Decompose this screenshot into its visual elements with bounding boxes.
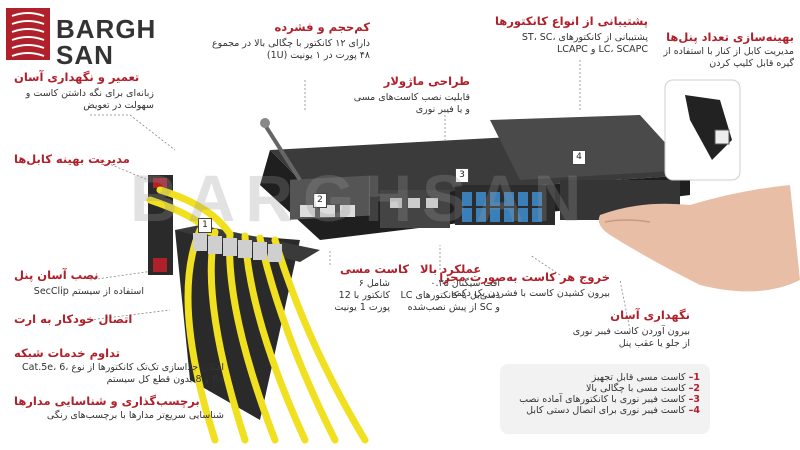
fiber-ports (462, 192, 542, 222)
feature-grounding-title: اتصال خودکار به ارت (14, 312, 133, 326)
legend-item: 3– کاست فیبر نوری با کانکتورهای آماده نص… (519, 394, 700, 405)
brand-logo-icon (6, 8, 50, 60)
feature-repair-title: تعمیر و نگهداری آسان (14, 70, 140, 84)
feature-connectors-title: پشتیبانی از انواع کانکتورها (494, 14, 648, 28)
feature-modular-title: طراحی ماژولار (383, 74, 470, 88)
callout-3: 3 (455, 168, 469, 183)
legend-item: 2– کاست مسی با چگالی بالا (586, 383, 700, 394)
feature-repair-body: زبانه‌ای برای نگه داشتن کاست و سهولت در … (25, 88, 154, 111)
brand-name-line2: SAN (56, 40, 114, 70)
cassette-legend: 1– کاست مسی قابل تجهیز 2– کاست مسی با چگ… (500, 364, 710, 434)
feature-compact-title: کم‌حجم و فشرده (274, 20, 370, 34)
leader-lines (89, 60, 631, 331)
feature-connectors-body: پشتیبانی از کانکتورهای ST، SC، LC، SCAPC… (521, 32, 648, 55)
feature-easy-install-body: استفاده از سیستم SecClip (33, 286, 144, 297)
feature-panel-count-title: بهینه‌سازی تعداد پنل‌ها (666, 30, 794, 44)
watermark: BARGHSAN (130, 161, 592, 235)
feature-compact-body: دارای ۱۲ کانکتور با چگالی بالا در مجموع … (212, 38, 370, 61)
feature-performance-title: عملکرد بالا (420, 262, 482, 276)
legend-item: 4– کاست فیبر نوری برای اتصال دستی کابل (526, 405, 700, 416)
callout-2: 2 (313, 193, 327, 208)
feature-copper-cassette-title: کاست مسی (340, 262, 409, 276)
feature-panel-count-body: مدیریت کابل از کنار با استفاده از گیره ق… (663, 46, 794, 69)
legend-item: 1– کاست مسی قابل تجهیز (591, 372, 700, 383)
feature-easy-install-title: نصب آسان پنل (14, 268, 99, 282)
feature-modular-body: قابلیت نصب کاست‌های مسی و یا فیبر نوری (353, 92, 470, 115)
feature-continuity-body: امکان جداسازی تک‌تک کانکتورها از نوع Cat… (22, 362, 224, 385)
feature-performance-body: افت سیگنال ۰.۳۵ دسی‌بل با کانکتورهای LC … (400, 278, 501, 313)
feature-separate-exit-body: بیرون کشیدن کاست با فشردن یک دکمه (451, 288, 610, 299)
feature-cable-mgmt-title: مدیریت بهینه کابل‌ها (14, 152, 130, 166)
feature-separate-exit-title: خروج هر کاست به‌صورت مجزا (439, 270, 610, 284)
feature-easy-maintenance-title: نگهداری آسان (610, 308, 690, 322)
callout-4: 4 (572, 150, 586, 165)
hand-image (598, 185, 800, 292)
callout-1: 1 (198, 218, 212, 233)
feature-easy-maintenance-body: بیرون آوردن کاست فیبر نوری از جلو یا عقب… (572, 326, 690, 349)
feature-continuity-title: تداوم خدمات شبکه (14, 346, 121, 360)
feature-labeling-body: شناسایی سریع‌تر مدارها با برچسب‌های رنگی (46, 410, 224, 421)
brand-name-line1: BARGH (56, 14, 157, 44)
feature-labeling-title: برچسب‌گذاری و شناسایی مدارها (14, 394, 200, 408)
feature-copper-cassette-body: شامل ۶ کانکتور با 12 پورت 1 یونیت (334, 278, 390, 313)
